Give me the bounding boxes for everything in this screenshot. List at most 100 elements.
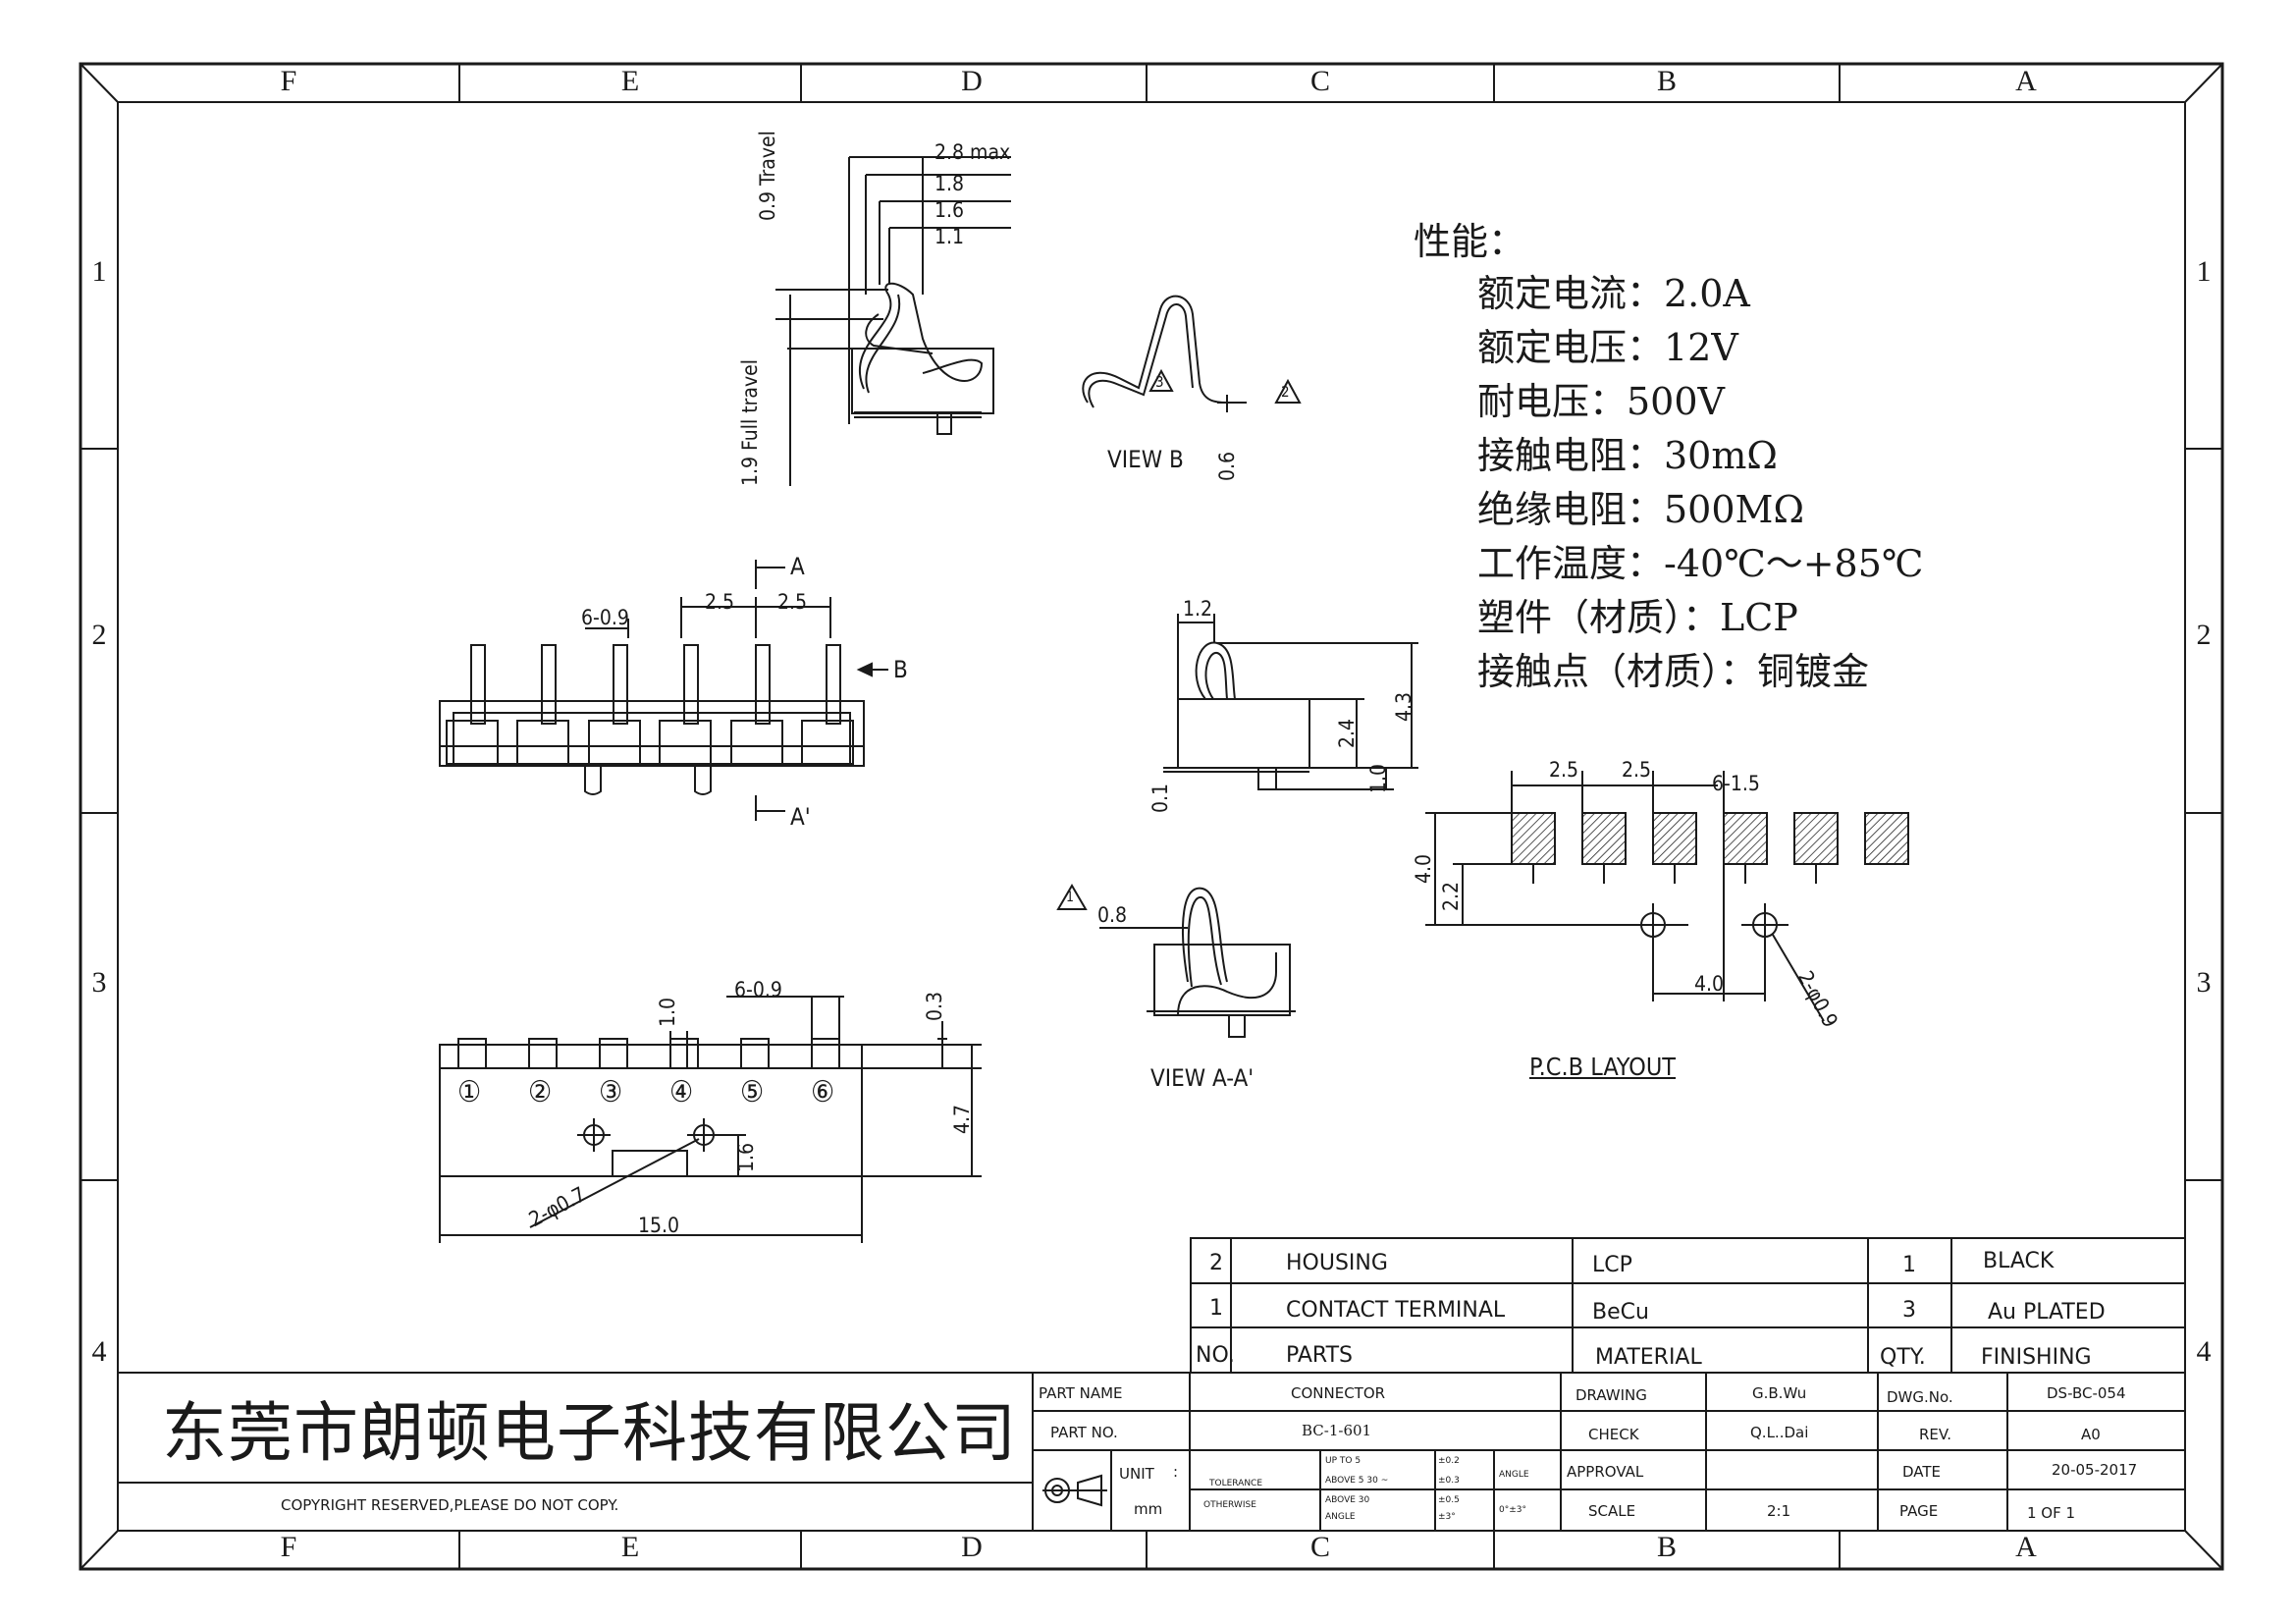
date-value: 20-05-2017 [2052, 1461, 2138, 1479]
spec-contact-resistance: 接触电阻：30mΩ [1477, 434, 1778, 477]
zone-col-e: E [620, 65, 640, 97]
drawing-by: G.B.Wu [1752, 1384, 1807, 1402]
dim-pcb-pitch-1: 2.5 [1549, 758, 1579, 782]
dim-side-peg: 1.0 [1366, 763, 1390, 793]
check-label: CHECK [1588, 1426, 1639, 1443]
dim-bottom-gap: 0.3 [923, 991, 946, 1021]
dim-pcb-height: 4.0 [1412, 853, 1435, 884]
dim-side-body: 2.4 [1335, 718, 1359, 748]
pin-number: ③ [599, 1075, 623, 1109]
zone-col-b: B [1656, 1531, 1677, 1563]
dim-max: 2.8 max [934, 140, 1011, 164]
spec-contact-material: 接触点（材质）：铜镀金 [1477, 650, 1870, 693]
part-name: CONNECTOR [1291, 1384, 1386, 1402]
dim-side-gap: 0.1 [1148, 783, 1172, 813]
bom-finishing: BLACK [1983, 1249, 2055, 1273]
angle-label: ANGLE [1499, 1470, 1529, 1480]
spec-housing-material: 塑件（材质）：LCP [1477, 596, 1798, 639]
zone-row-1: 1 [2196, 255, 2212, 288]
revision-marker-3: 3 [1155, 373, 1164, 391]
pin-number: ⑤ [740, 1075, 765, 1109]
rev-value: A0 [2081, 1426, 2101, 1443]
bottom-pads [457, 1038, 840, 1069]
zone-col-e: E [620, 1531, 640, 1563]
page-value: 1 OF 1 [2027, 1504, 2076, 1522]
dim-bottom-pad-h: 1.0 [656, 997, 679, 1027]
zone-col-d: D [961, 65, 983, 97]
pin-number: ④ [669, 1075, 694, 1109]
pcb-layout [1425, 771, 1909, 1022]
zone-col-c: C [1309, 1531, 1330, 1563]
dim-bottom-pads: 6-0.9 [734, 978, 782, 1001]
tol-value: ±0.3 [1438, 1476, 1460, 1486]
zone-row-4: 4 [91, 1335, 107, 1368]
zone-col-d: D [961, 1531, 983, 1563]
zone-row-3: 3 [2196, 966, 2212, 999]
specs-heading: 性能： [1414, 220, 1526, 263]
dim-aa: 0.8 [1097, 903, 1128, 927]
page-label: PAGE [1899, 1502, 1939, 1520]
arrow-b-label: B [893, 656, 908, 683]
bom-header-finishing: FINISHING [1981, 1345, 2092, 1370]
revision-marker-1: 1 [1066, 890, 1075, 905]
side-view [1163, 614, 1418, 790]
view-aa-title: VIEW A-A' [1150, 1064, 1255, 1092]
bom-no: 2 [1209, 1251, 1223, 1275]
drawing-frame [79, 62, 2224, 1571]
pin-number: ① [457, 1075, 482, 1109]
bom-material: LCP [1592, 1253, 1632, 1277]
view-b-terminal [1082, 295, 1302, 412]
dwg-no: DS-BC-054 [2047, 1384, 2126, 1402]
view-b-title: VIEW B [1107, 446, 1184, 473]
company-name: 东莞市朗顿电子科技有限公司 [162, 1395, 1017, 1471]
pcb-layout-title: P.C.B LAYOUT [1529, 1053, 1677, 1081]
zone-row-2: 2 [91, 619, 107, 651]
scale-value: 2:1 [1767, 1502, 1791, 1520]
bom-material: BeCu [1592, 1300, 1649, 1325]
view-aa [1056, 884, 1296, 1038]
zone-col-c: C [1309, 65, 1330, 97]
bom-header-qty: QTY. [1880, 1345, 1926, 1370]
front-contacts [446, 644, 854, 765]
zone-row-2: 2 [2196, 619, 2212, 651]
top-terminal-view [775, 156, 1011, 486]
part-name-label: PART NAME [1039, 1384, 1123, 1402]
dim-pcb-pads: 6-1.5 [1712, 772, 1760, 795]
zone-col-a: A [2015, 65, 2037, 97]
scale-label: SCALE [1588, 1502, 1636, 1520]
pin-number: ② [528, 1075, 553, 1109]
bom-qty: 1 [1902, 1253, 1916, 1277]
dim-travel: 0.9 Travel [756, 131, 779, 221]
tolerance-label: TOLERANCE [1209, 1479, 1263, 1488]
tol-value: ±0.2 [1438, 1456, 1460, 1466]
zone-col-a: A [2015, 1531, 2037, 1563]
dim-pcb-hole-pitch: 4.0 [1694, 972, 1725, 996]
title-block-lines [118, 1372, 2185, 1531]
dim-0-6: 0.6 [1215, 451, 1239, 481]
zone-row-4: 4 [2196, 1335, 2212, 1368]
zone-row-3: 3 [91, 966, 107, 999]
unit-colon: : [1173, 1463, 1179, 1481]
tol-value: ±0.5 [1438, 1495, 1460, 1505]
tol-value: ±3° [1438, 1512, 1456, 1522]
tol-range: UP TO 5 [1325, 1456, 1362, 1466]
dim-front-pitch-2: 2.5 [777, 590, 808, 614]
bom-part: CONTACT TERMINAL [1286, 1298, 1506, 1323]
bom-header-parts: PARTS [1286, 1343, 1353, 1368]
dim-bottom-width: 15.0 [638, 1214, 680, 1237]
revision-marker-2: 2 [1281, 383, 1290, 401]
bom-no: 1 [1209, 1296, 1223, 1321]
spec-rated-voltage: 额定电压：12V [1477, 326, 1738, 369]
zone-dividers [80, 64, 2222, 1569]
spec-operating-temperature: 工作温度：-40℃～+85℃ [1477, 542, 1924, 585]
dim-pcb-offset: 2.2 [1439, 881, 1463, 911]
tol-range: ABOVE 5 30 ~ [1325, 1476, 1389, 1486]
unit-label: UNIT [1119, 1465, 1154, 1483]
bom-qty: 3 [1902, 1298, 1916, 1323]
dim-side-total: 4.3 [1392, 691, 1415, 722]
dim-front-pins: 6-0.9 [581, 606, 629, 629]
unit-value: mm [1134, 1500, 1163, 1518]
bom-part: HOUSING [1286, 1251, 1388, 1275]
dim-front-pitch-1: 2.5 [705, 590, 735, 614]
